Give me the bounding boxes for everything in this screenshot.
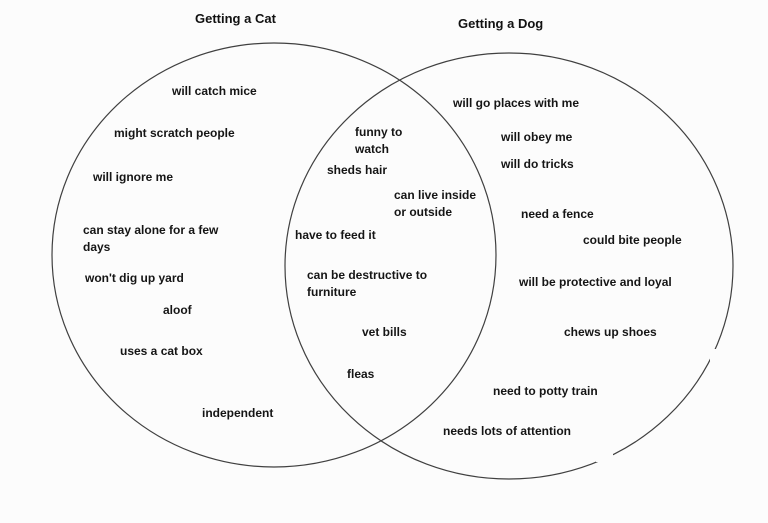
cat-item-independent: independent xyxy=(202,406,274,420)
dog-item-could-bite-people: could bite people xyxy=(583,233,682,247)
cat-circle-outline xyxy=(51,42,497,468)
cat-item-will-catch-mice: will catch mice xyxy=(172,84,257,98)
both-item-have-to-feed-it: have to feed it xyxy=(295,228,376,242)
both-item-destructive: can be destructive to furniture xyxy=(307,268,428,299)
dog-circle-outline xyxy=(284,52,734,480)
both-item-live-inside-outside: can live inside or outside xyxy=(394,188,477,219)
cat-item-uses-a-cat-box: uses a cat box xyxy=(120,344,203,358)
hand-drawn-gap xyxy=(710,349,724,361)
both-item-funny-to-watch: funny to watch xyxy=(355,125,403,156)
cat-item-will-ignore-me: will ignore me xyxy=(93,170,174,184)
dog-item-protective-loyal: will be protective and loyal xyxy=(519,275,672,289)
cat-item-might-scratch-people: might scratch people xyxy=(114,126,235,140)
cat-item-wont-dig-up-yard: won't dig up yard xyxy=(85,271,184,285)
both-item-fleas: fleas xyxy=(347,367,375,381)
dog-item-will-do-tricks: will do tricks xyxy=(501,157,574,171)
dog-item-will-obey-me: will obey me xyxy=(501,130,573,144)
both-item-vet-bills: vet bills xyxy=(362,325,407,339)
cat-item-stay-alone: can stay alone for a few days xyxy=(83,223,219,254)
dog-item-potty-train: need to potty train xyxy=(493,384,598,398)
dog-item-lots-of-attention: needs lots of attention xyxy=(443,424,572,438)
dog-circle-title: Getting a Dog xyxy=(458,16,544,31)
hand-drawn-gap xyxy=(596,449,613,462)
dog-item-go-places: will go places with me xyxy=(453,96,580,110)
both-item-sheds-hair: sheds hair xyxy=(327,163,388,177)
cat-circle-title: Getting a Cat xyxy=(195,11,276,26)
cat-item-aloof: aloof xyxy=(163,303,192,317)
dog-item-need-a-fence: need a fence xyxy=(521,207,594,221)
dog-item-chews-up-shoes: chews up shoes xyxy=(564,325,657,339)
